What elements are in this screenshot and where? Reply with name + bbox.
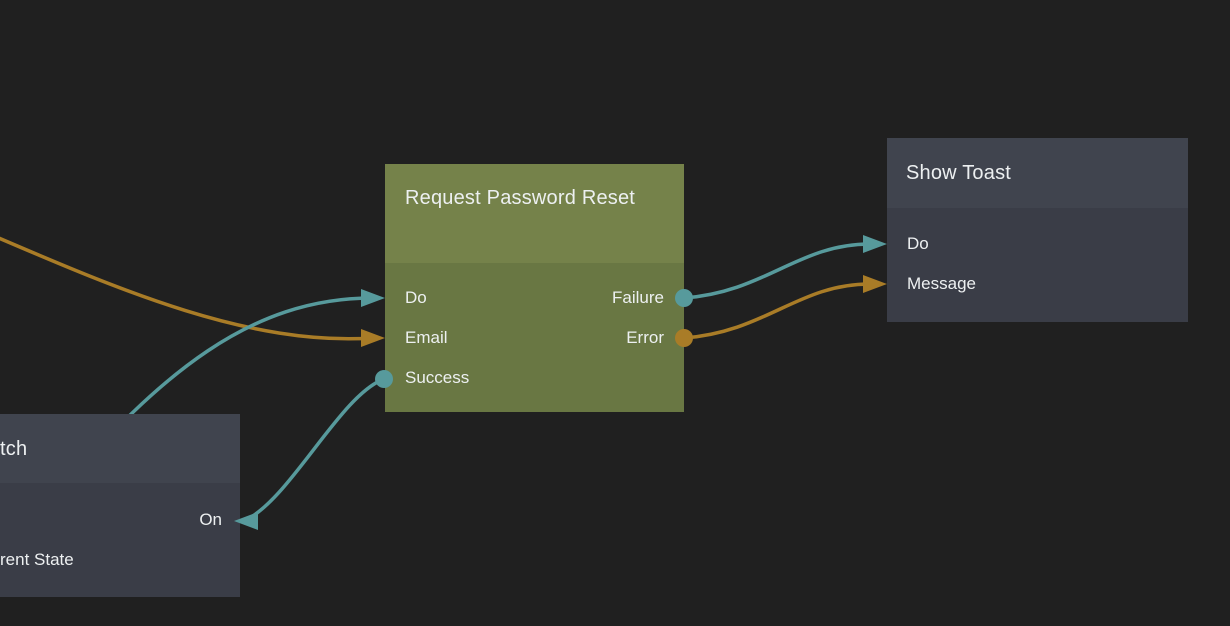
port-row-toast-do[interactable]: Do: [887, 224, 1188, 264]
do-input-arrow-icon[interactable]: [361, 289, 385, 307]
wire-email-input[interactable]: [0, 236, 374, 341]
port-row-on[interactable]: On: [0, 500, 240, 540]
node-show-toast[interactable]: Show Toast Do Message: [887, 138, 1188, 322]
port-label-do[interactable]: Do: [405, 288, 427, 307]
port-row-do-failure: Do Failure: [385, 278, 684, 318]
reset-node-header[interactable]: Request Password Reset: [385, 164, 684, 263]
toast-node-body: Do Message: [887, 208, 1188, 322]
port-row-email-error: Email Error: [385, 318, 684, 358]
wire-error-to-toast-message[interactable]: [682, 282, 872, 340]
toast-do-input-arrow-icon[interactable]: [863, 235, 887, 253]
port-row-current-state[interactable]: rent State: [0, 540, 240, 580]
wire-failure-to-toast-do[interactable]: [682, 242, 872, 300]
port-label-failure[interactable]: Failure: [612, 288, 664, 307]
port-label-on[interactable]: On: [199, 510, 222, 529]
port-label-current-state[interactable]: rent State: [0, 550, 74, 569]
port-label-toast-do[interactable]: Do: [907, 234, 929, 253]
switch-node-header[interactable]: tch: [0, 414, 240, 483]
port-row-success: Success: [385, 358, 684, 398]
port-label-success[interactable]: Success: [405, 368, 470, 387]
port-label-toast-message[interactable]: Message: [907, 274, 976, 293]
node-request-password-reset[interactable]: Request Password Reset Do Failure Email …: [385, 164, 684, 412]
reset-node-body: Do Failure Email Error Success: [385, 263, 684, 412]
wire-success-to-switch-on[interactable]: [242, 377, 386, 523]
port-label-error[interactable]: Error: [626, 328, 664, 347]
switch-node-title: tch: [0, 437, 28, 460]
toast-node-header[interactable]: Show Toast: [887, 138, 1188, 208]
node-switch[interactable]: tch On rent State: [0, 414, 240, 597]
toast-node-title: Show Toast: [906, 162, 1012, 184]
email-input-arrow-icon[interactable]: [361, 329, 385, 347]
switch-node-body: On rent State: [0, 483, 240, 597]
port-row-toast-message[interactable]: Message: [887, 264, 1188, 304]
reset-node-title: Request Password Reset: [405, 187, 636, 209]
port-label-email[interactable]: Email: [405, 328, 448, 347]
toast-message-input-arrow-icon[interactable]: [863, 275, 887, 293]
